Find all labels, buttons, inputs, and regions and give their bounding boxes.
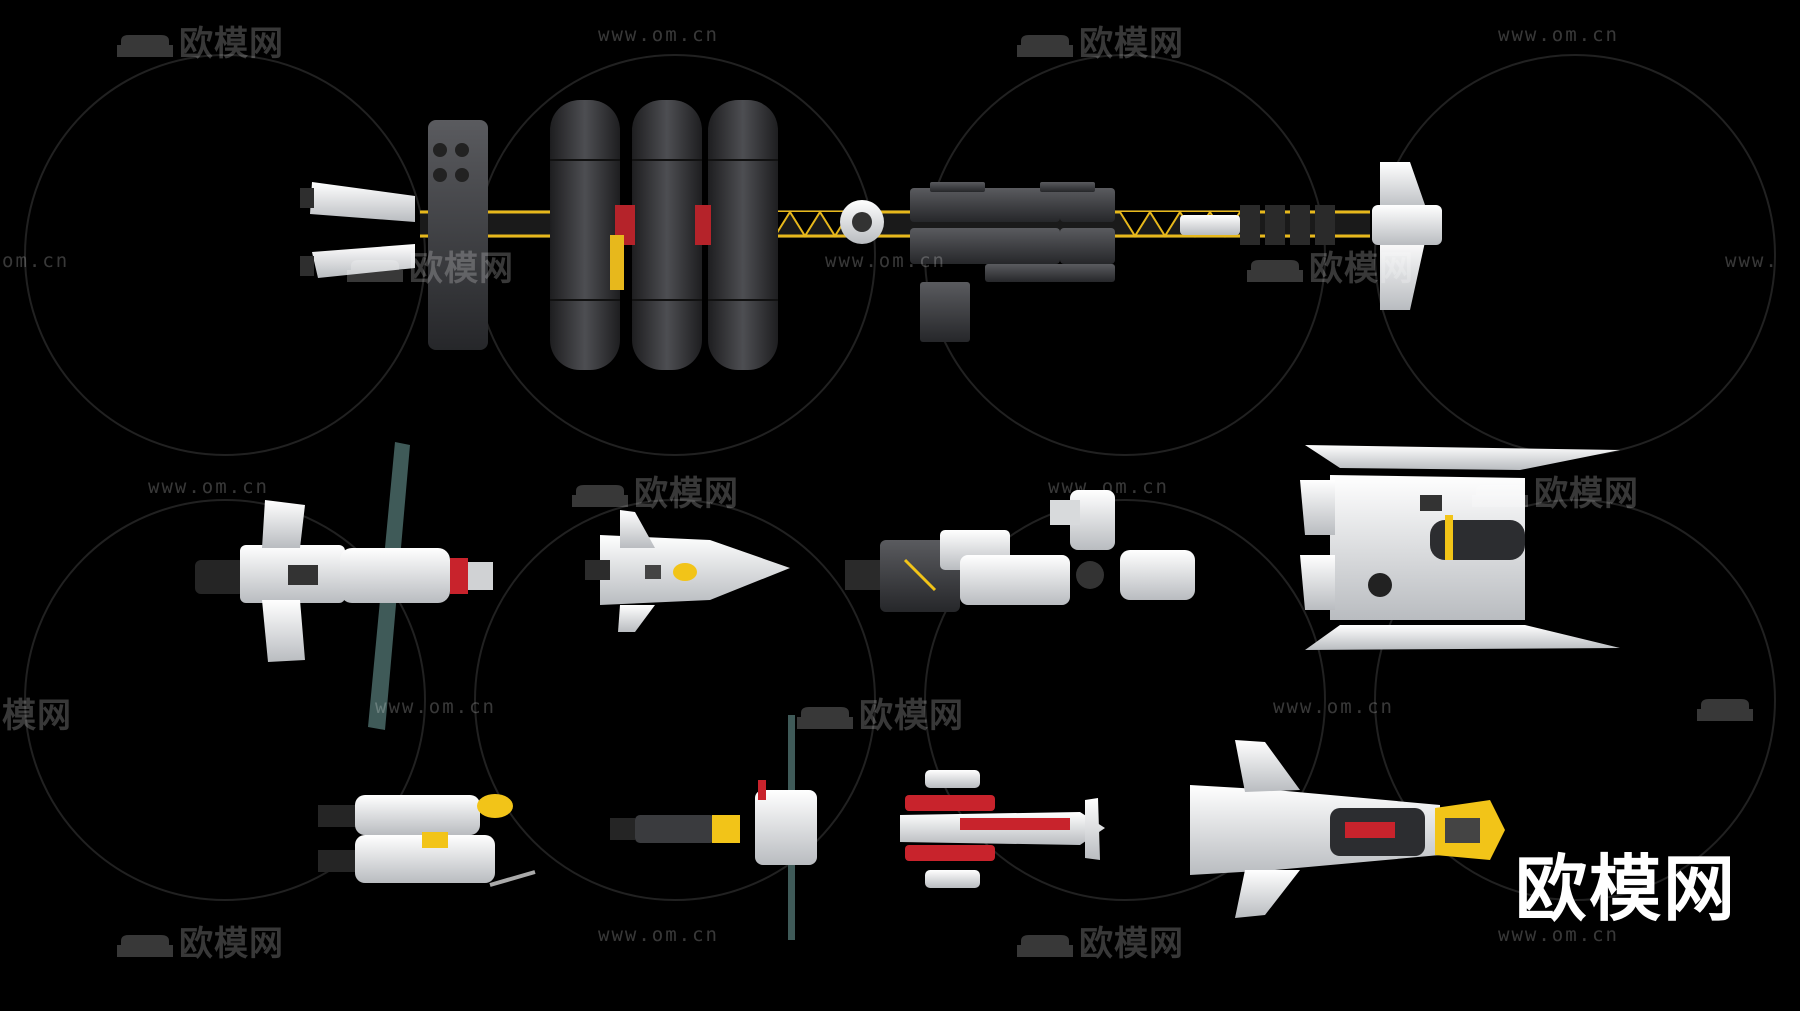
probe-with-panel [610, 715, 817, 940]
white-cruiser [1300, 445, 1620, 650]
red-gunship [900, 770, 1105, 888]
watermark-circles [24, 54, 1776, 901]
modular-station-small [845, 490, 1195, 612]
heavy-fighter-yellow-nose [1190, 740, 1505, 918]
space-station-large [300, 100, 1442, 370]
brand-logo: 欧模网 [1515, 847, 1738, 931]
small-fighter [585, 510, 790, 632]
satellite-solar-panel [195, 442, 493, 730]
small-shuttle [318, 794, 536, 887]
